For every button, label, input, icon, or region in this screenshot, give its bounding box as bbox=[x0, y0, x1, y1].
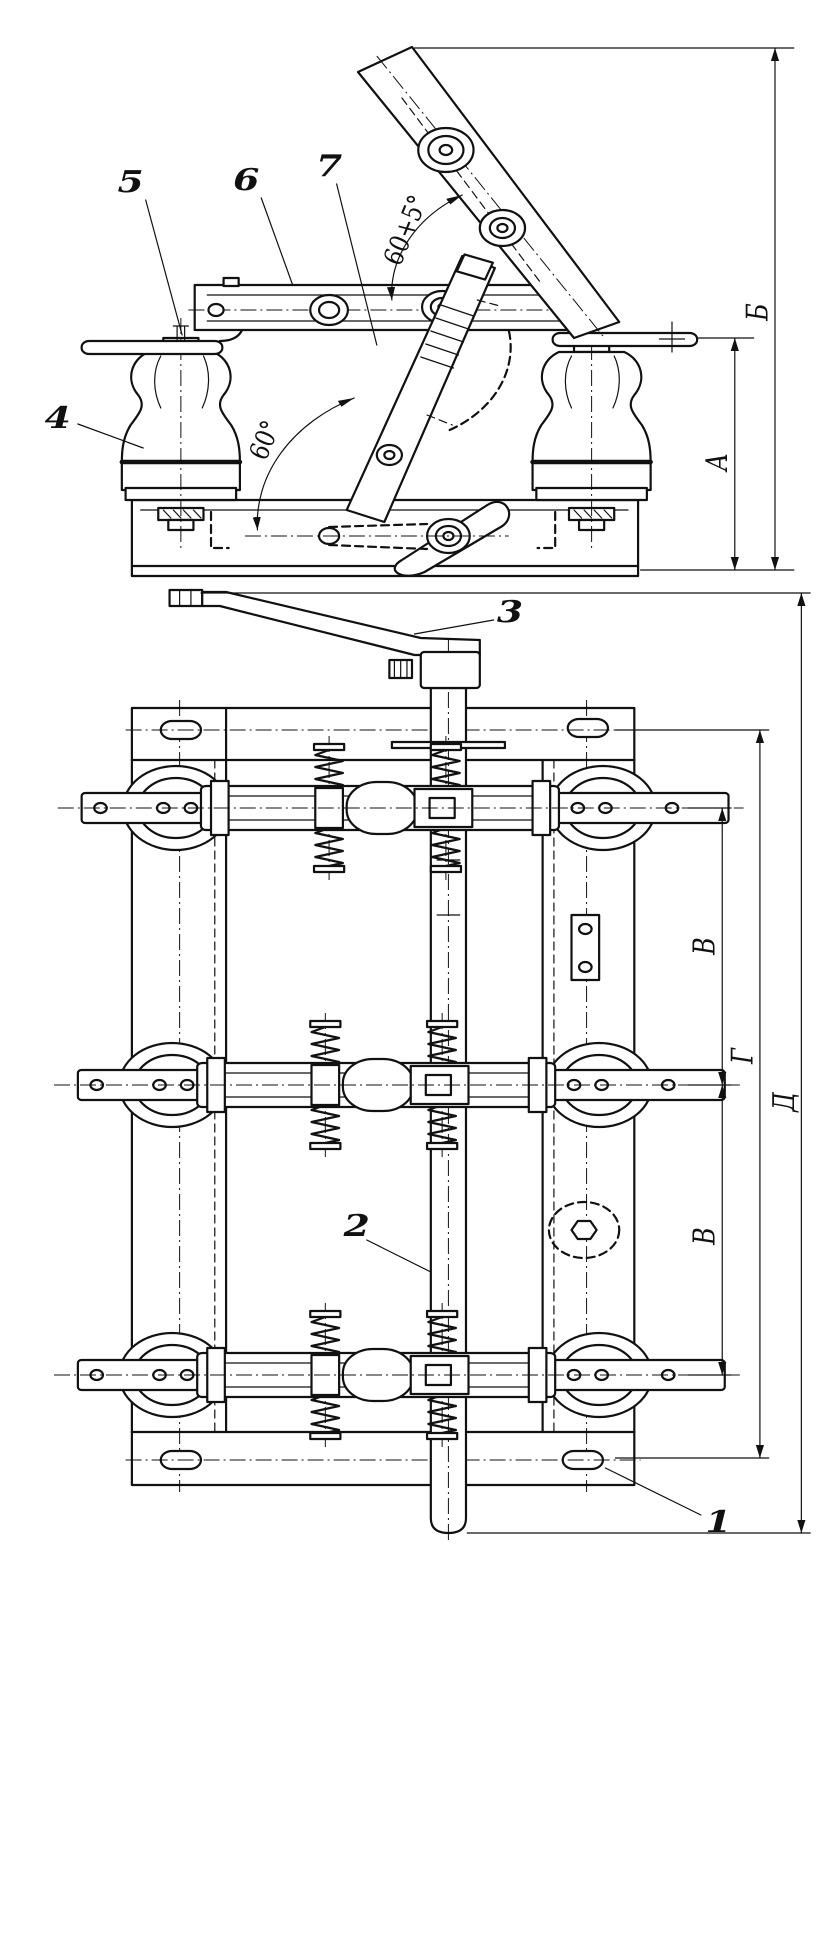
callout-3: 3 bbox=[497, 595, 523, 630]
blade-open bbox=[358, 47, 619, 338]
angle-label-blade: 60+5° bbox=[376, 192, 434, 268]
base-bracket-hidden-right bbox=[538, 512, 556, 548]
callout-leader-7 bbox=[337, 184, 377, 345]
plan-dimension-extension-lines bbox=[201, 593, 810, 1533]
blade-link-pin bbox=[497, 224, 507, 232]
drive-rod-joint bbox=[377, 445, 402, 465]
drive-rod-ribs bbox=[421, 305, 474, 368]
dimension-extension-lines bbox=[415, 48, 794, 570]
blade-contact-inner bbox=[428, 136, 463, 164]
callout-2: 2 bbox=[343, 1209, 370, 1244]
blade-contact-outer bbox=[418, 128, 473, 172]
blade-link-pin-inner bbox=[490, 218, 515, 238]
callout-leader-3 bbox=[415, 620, 494, 634]
terminal-left-side bbox=[82, 341, 223, 354]
callout-leader-6 bbox=[261, 198, 292, 285]
operating-handle bbox=[202, 592, 480, 655]
handle-lock-bolt-thread bbox=[394, 660, 407, 678]
earthing-plate-hole bbox=[579, 962, 592, 972]
handle-end-clamp-lines bbox=[180, 590, 191, 606]
angle-label-drive: 60° bbox=[242, 417, 288, 462]
drive-rod-travel-path bbox=[450, 330, 511, 430]
side-elevation: 60+5° 60° Б А 5 6 7 4 bbox=[45, 47, 794, 576]
blade-contact-pin bbox=[440, 145, 453, 155]
earthing-plate bbox=[572, 915, 600, 980]
angle-arc-blade bbox=[386, 195, 463, 300]
angle-arc-drive bbox=[252, 398, 354, 530]
base-bracket-hidden-left bbox=[211, 512, 229, 548]
shaft-hub bbox=[421, 652, 480, 688]
blade-link-pin-outer bbox=[480, 210, 525, 246]
blade-centerline bbox=[377, 56, 603, 336]
earthing-plate-hole bbox=[579, 924, 592, 934]
callout-6: 6 bbox=[233, 163, 259, 198]
dimension-label-v-upper: В bbox=[688, 937, 722, 956]
callout-1: 1 bbox=[705, 1505, 731, 1540]
dimension-label-v-lower: В bbox=[688, 1227, 722, 1246]
dimension-label-a: А bbox=[701, 453, 735, 473]
callout-5: 5 bbox=[118, 165, 144, 200]
handle-end-clamp bbox=[170, 590, 203, 606]
dimension-label-b: Б bbox=[741, 303, 775, 322]
mounting-slot bbox=[568, 719, 608, 737]
dimension-label-d: Д bbox=[767, 1091, 801, 1112]
rail-bolt bbox=[209, 304, 224, 316]
dimension-label-g: Г bbox=[726, 1047, 760, 1065]
callout-leader-4 bbox=[78, 424, 143, 448]
terminal-right-bolt bbox=[659, 322, 684, 352]
rail-bolt-head bbox=[224, 278, 239, 286]
rail-bearing-left bbox=[310, 295, 348, 325]
terminal-right-side bbox=[553, 333, 697, 346]
earthing-bolt-nut bbox=[572, 1221, 597, 1239]
callout-4: 4 bbox=[45, 401, 71, 436]
callout-7: 7 bbox=[316, 149, 343, 184]
callout-leader-5 bbox=[146, 200, 182, 335]
drive-rod-joint-pin bbox=[384, 451, 394, 459]
plan-view: Д Г В В 3 2 1 bbox=[52, 590, 810, 1540]
terminal-left-bolt bbox=[173, 326, 188, 341]
callout-leader-1 bbox=[605, 1468, 700, 1515]
drive-rod-alt-position bbox=[427, 300, 500, 425]
rail-bearing-left-bore bbox=[319, 302, 339, 318]
callout-leader-2 bbox=[367, 1240, 431, 1272]
earthing-bolt-outline bbox=[549, 1202, 619, 1258]
frame-rail bbox=[195, 285, 587, 330]
